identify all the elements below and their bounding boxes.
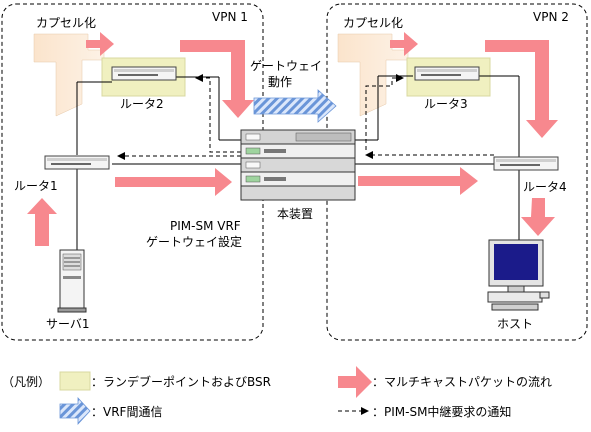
vpn1-label: VPN 1 [212,10,248,24]
host-device [487,239,550,311]
multicast-arrow-vpn1-top [180,40,254,118]
router4-label: ルータ4 [523,180,567,194]
gateway-label-line2: 動作 [268,75,292,89]
encap-arrow-right [390,32,418,56]
legend-pim-text: ：PIM-SM中継要求の通知 [372,404,511,419]
main-device [240,129,356,201]
pim-notify-vpn2-b [365,74,404,150]
legend-rp-text: ：ランデブーポイントおよびBSR [91,374,271,389]
legend-vrf-text: ：VRF間通信 [91,405,162,419]
legend-vrf-swatch [59,396,91,426]
legend-multicast-swatch [338,366,372,398]
vrf-setting-line2: ゲートウェイ設定 [146,234,242,249]
multicast-arrow-vpn1-mid [115,168,232,196]
router2-device [111,66,177,81]
multicast-arrow-vpn2-mid [358,167,478,195]
router2-label: ルータ2 [120,97,164,111]
host-label: ホスト [497,317,533,331]
vrf-setting-line1: PIM-SM VRF [170,219,241,233]
vpn2-encap-label: カプセル化 [343,16,403,30]
router3-label: ルータ3 [424,97,468,111]
multicast-arrow-server-up [27,198,57,246]
server-label: サーバ1 [46,317,90,331]
encap-arrow-left [86,32,114,56]
gateway-vrf-arrow [253,89,337,123]
router1-device [44,155,110,170]
router1-label: ルータ1 [14,179,58,193]
legend-rp-swatch [59,371,91,391]
device-label: 本装置 [277,207,313,221]
router4-device [493,156,559,171]
connection-lines [76,75,520,292]
gateway-label-line1: ゲートウェイ [250,59,322,73]
vpn1-encap-label: カプセル化 [36,16,96,30]
vpn2-label: VPN 2 [533,10,569,24]
legend-multicast-text: ：マルチキャストパケットの流れ [372,375,552,389]
server-device [57,249,87,313]
legend-title: （凡例） [2,375,50,389]
vpn2-boundary [326,3,588,341]
pim-notify-vpn1-a [195,74,241,153]
multicast-arrow-vpn2-top [485,40,558,138]
multicast-arrow-host-down [521,198,555,236]
router3-device [414,66,480,81]
